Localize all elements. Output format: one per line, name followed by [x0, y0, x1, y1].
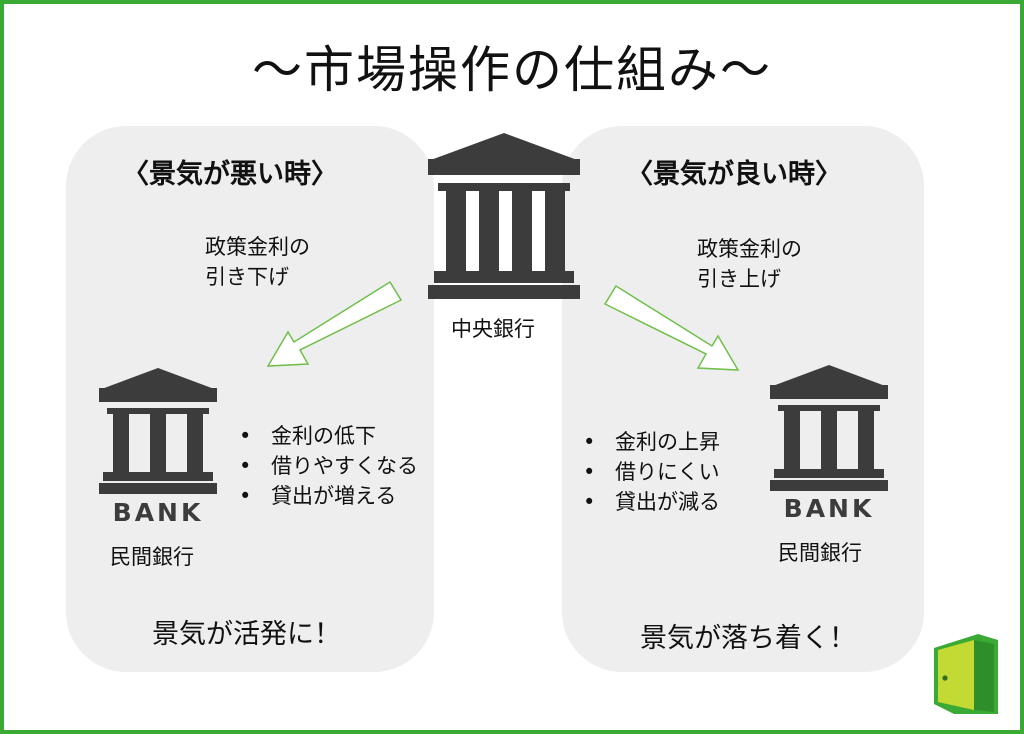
central-bank-label: 中央銀行 [451, 317, 535, 341]
right-bank-sign: BANK [783, 494, 875, 523]
list-item: 借りにくい [583, 457, 720, 487]
page-title: ～市場操作の仕組み～ [252, 41, 772, 99]
right-bank-label: 民間銀行 [778, 541, 862, 565]
left-policy-line1: 政策金利の [205, 235, 310, 259]
left-effects-list: 金利の低下 借りやすくなる 貸出が増える [239, 421, 418, 511]
right-effects-list: 金利の上昇 借りにくい 貸出が減る [583, 427, 720, 517]
list-item: 金利の上昇 [583, 427, 720, 457]
left-bank-sign: BANK [112, 498, 204, 527]
right-result: 景気が落ち着く！ [640, 623, 856, 654]
left-policy-text: 政策金利の 引き下げ [205, 232, 310, 292]
central-bank-icon [428, 133, 580, 299]
arrow-down-left-icon [266, 280, 403, 367]
list-item: 貸出が減る [583, 487, 720, 517]
list-item: 貸出が増える [239, 481, 418, 511]
left-heading: 〈景気が悪い時〉 [122, 159, 338, 190]
list-item: 借りやすくなる [239, 451, 418, 481]
list-item: 金利の低下 [239, 421, 418, 451]
left-policy-line2: 引き下げ [205, 265, 289, 289]
left-result: 景気が活発に！ [152, 619, 341, 650]
left-bank-icon [99, 368, 217, 494]
right-heading: 〈景気が良い時〉 [626, 159, 842, 190]
right-policy-line1: 政策金利の [697, 237, 802, 261]
left-bank-label: 民間銀行 [110, 545, 194, 569]
arrow-down-right-icon [603, 284, 740, 371]
right-bank-icon [770, 365, 888, 491]
door-logo-icon [934, 634, 998, 714]
right-policy-line2: 引き上げ [697, 267, 781, 291]
right-policy-text: 政策金利の 引き上げ [697, 234, 802, 294]
